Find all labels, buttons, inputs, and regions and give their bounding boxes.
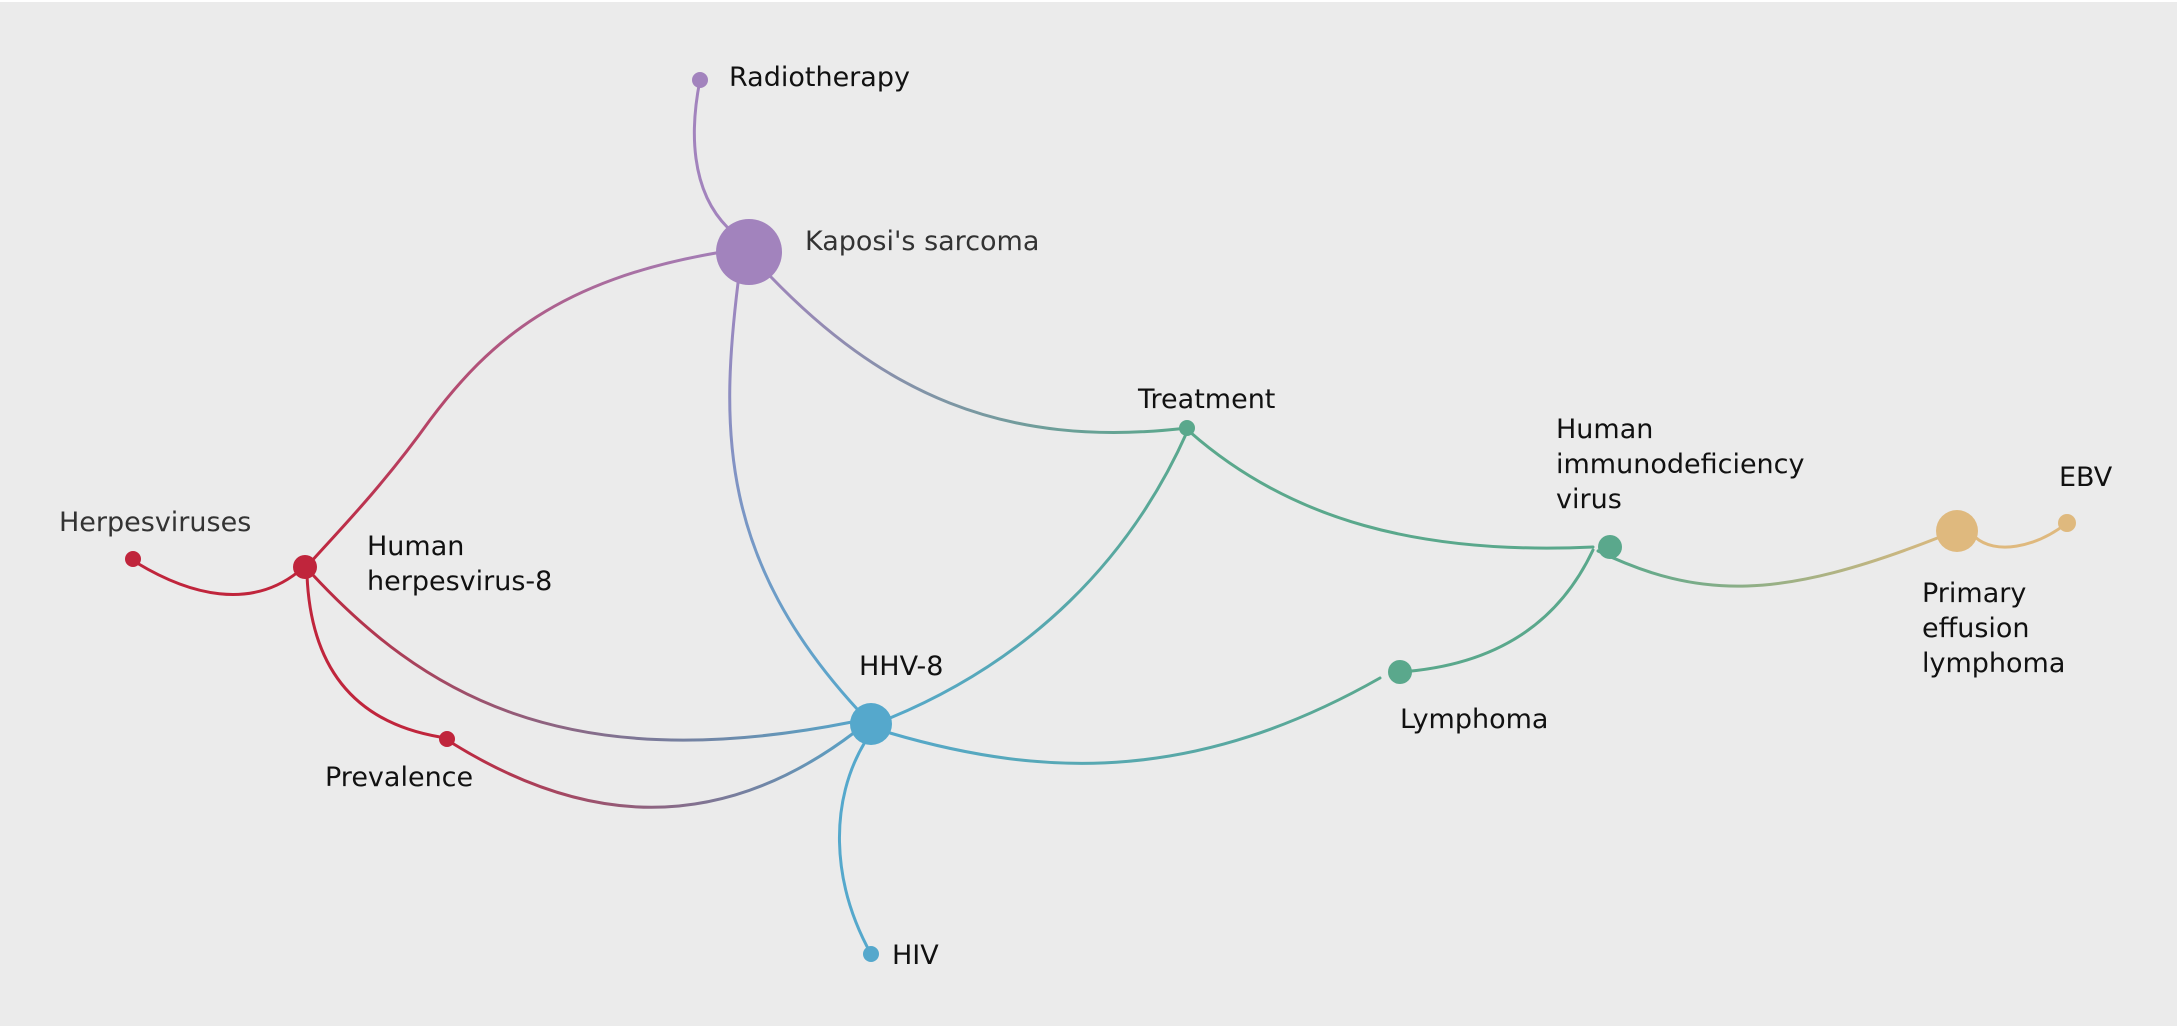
label-ebv: EBV (2059, 462, 2113, 493)
label-radiotherapy: Radiotherapy (729, 62, 910, 93)
edge-kaposi-treatment (768, 274, 1189, 434)
node-herpesviruses[interactable] (125, 551, 141, 567)
label-herpesviruses: Herpesviruses (59, 507, 252, 538)
node-hiv[interactable] (863, 946, 879, 962)
edge-treatment-hiv-full (1188, 430, 1595, 550)
node-radiotherapy[interactable] (692, 72, 708, 88)
label-primary-effusion-lymphoma: Primary effusion lymphoma (1922, 578, 2066, 679)
label-human-immunodeficiency-virus: Human immunodeficiency virus (1556, 414, 1805, 515)
node-ebv[interactable] (2058, 514, 2076, 532)
label-prevalence: Prevalence (325, 762, 474, 793)
nodes-layer (125, 72, 2076, 962)
edge-hiv-full-lymphoma (1398, 548, 1595, 674)
edge-treatment-hhv8 (888, 430, 1189, 720)
edge-pel-ebv (1973, 521, 2069, 549)
edges-layer (135, 78, 2069, 956)
node-human-herpesvirus-8[interactable] (293, 555, 317, 579)
edge-herpesviruses-hhv8-full (135, 561, 300, 596)
node-hhv-8[interactable] (850, 703, 892, 745)
edge-hhv8-hiv (838, 740, 873, 956)
edge-kaposi-hhv8 (728, 281, 860, 712)
node-kaposi-sarcoma[interactable] (716, 219, 782, 285)
edge-hhv8-full-hhv8 (310, 572, 854, 742)
label-hhv-8: HHV-8 (859, 651, 944, 682)
label-kaposi-sarcoma: Kaposi's sarcoma (805, 226, 1040, 257)
node-primary-effusion-lymphoma[interactable] (1936, 510, 1978, 552)
label-treatment: Treatment (1138, 384, 1276, 415)
edge-hhv8-lymphoma (888, 676, 1382, 765)
edge-radiotherapy-kaposi (692, 78, 730, 230)
edge-hiv-full-pel (1596, 535, 1942, 588)
node-human-immunodeficiency-virus[interactable] (1598, 535, 1622, 559)
label-human-herpesvirus-8: Human herpesvirus-8 (367, 531, 553, 597)
edge-hhv8-full-prevalence (305, 573, 442, 739)
node-prevalence[interactable] (439, 731, 455, 747)
edge-prevalence-hhv8 (450, 730, 857, 809)
node-treatment[interactable] (1179, 420, 1195, 436)
label-lymphoma: Lymphoma (1400, 704, 1549, 735)
label-hiv: HIV (892, 940, 939, 971)
node-lymphoma[interactable] (1388, 660, 1412, 684)
edge-kaposi-hhv8-full (308, 251, 718, 565)
